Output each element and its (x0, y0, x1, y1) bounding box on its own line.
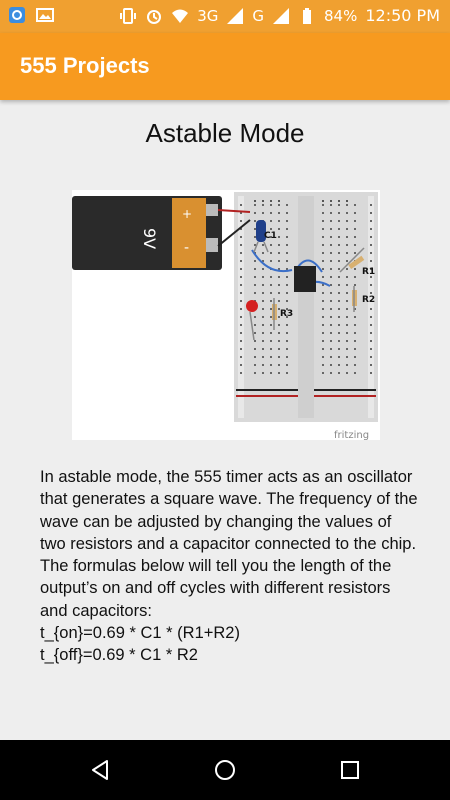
network-type-2: G (252, 6, 264, 25)
wifi-icon (172, 9, 189, 23)
back-icon[interactable] (88, 758, 112, 782)
formula-off-time: t_{off}=0.69 * C1 * R2 (40, 646, 198, 665)
app-title: 555 Projects (20, 53, 150, 78)
label-c1: C1 (264, 231, 277, 241)
battery-percent: 84% (324, 6, 358, 25)
image-icon (36, 8, 54, 22)
navigation-bar (0, 740, 450, 800)
label-r2: R2 (362, 295, 375, 305)
fritzing-watermark: fritzing (334, 430, 369, 440)
page-heading: Astable Mode (145, 118, 305, 148)
recent-apps-icon[interactable] (338, 758, 362, 782)
battery-plus: + (182, 207, 192, 221)
battery-minus: - (184, 240, 189, 256)
description-paragraph: In astable mode, the 555 timer acts as a… (40, 468, 418, 620)
status-bar: 3G G 84% 12:50 PM (0, 0, 450, 33)
network-type: 3G (197, 6, 219, 25)
alarm-icon (147, 9, 162, 24)
battery-label: 9V (140, 228, 159, 249)
description-text: In astable mode, the 555 timer acts as a… (40, 466, 420, 676)
vibrate-icon (120, 7, 137, 24)
sync-app-icon (9, 7, 25, 23)
battery-icon (303, 7, 311, 24)
home-icon[interactable] (213, 758, 237, 782)
clock: 12:50 PM (365, 6, 440, 25)
label-r1: R1 (362, 267, 375, 277)
app-bar: 555 Projects (0, 33, 450, 100)
formula-on-time: t_{on}=0.69 * C1 * (R1+R2) (40, 624, 240, 643)
label-r3: R3 (280, 309, 293, 319)
signal-icon (227, 7, 244, 24)
signal-icon-2 (273, 7, 289, 24)
circuit-diagram-image: + - 9V C1 R1 R2 R3 fritzing (72, 190, 380, 440)
